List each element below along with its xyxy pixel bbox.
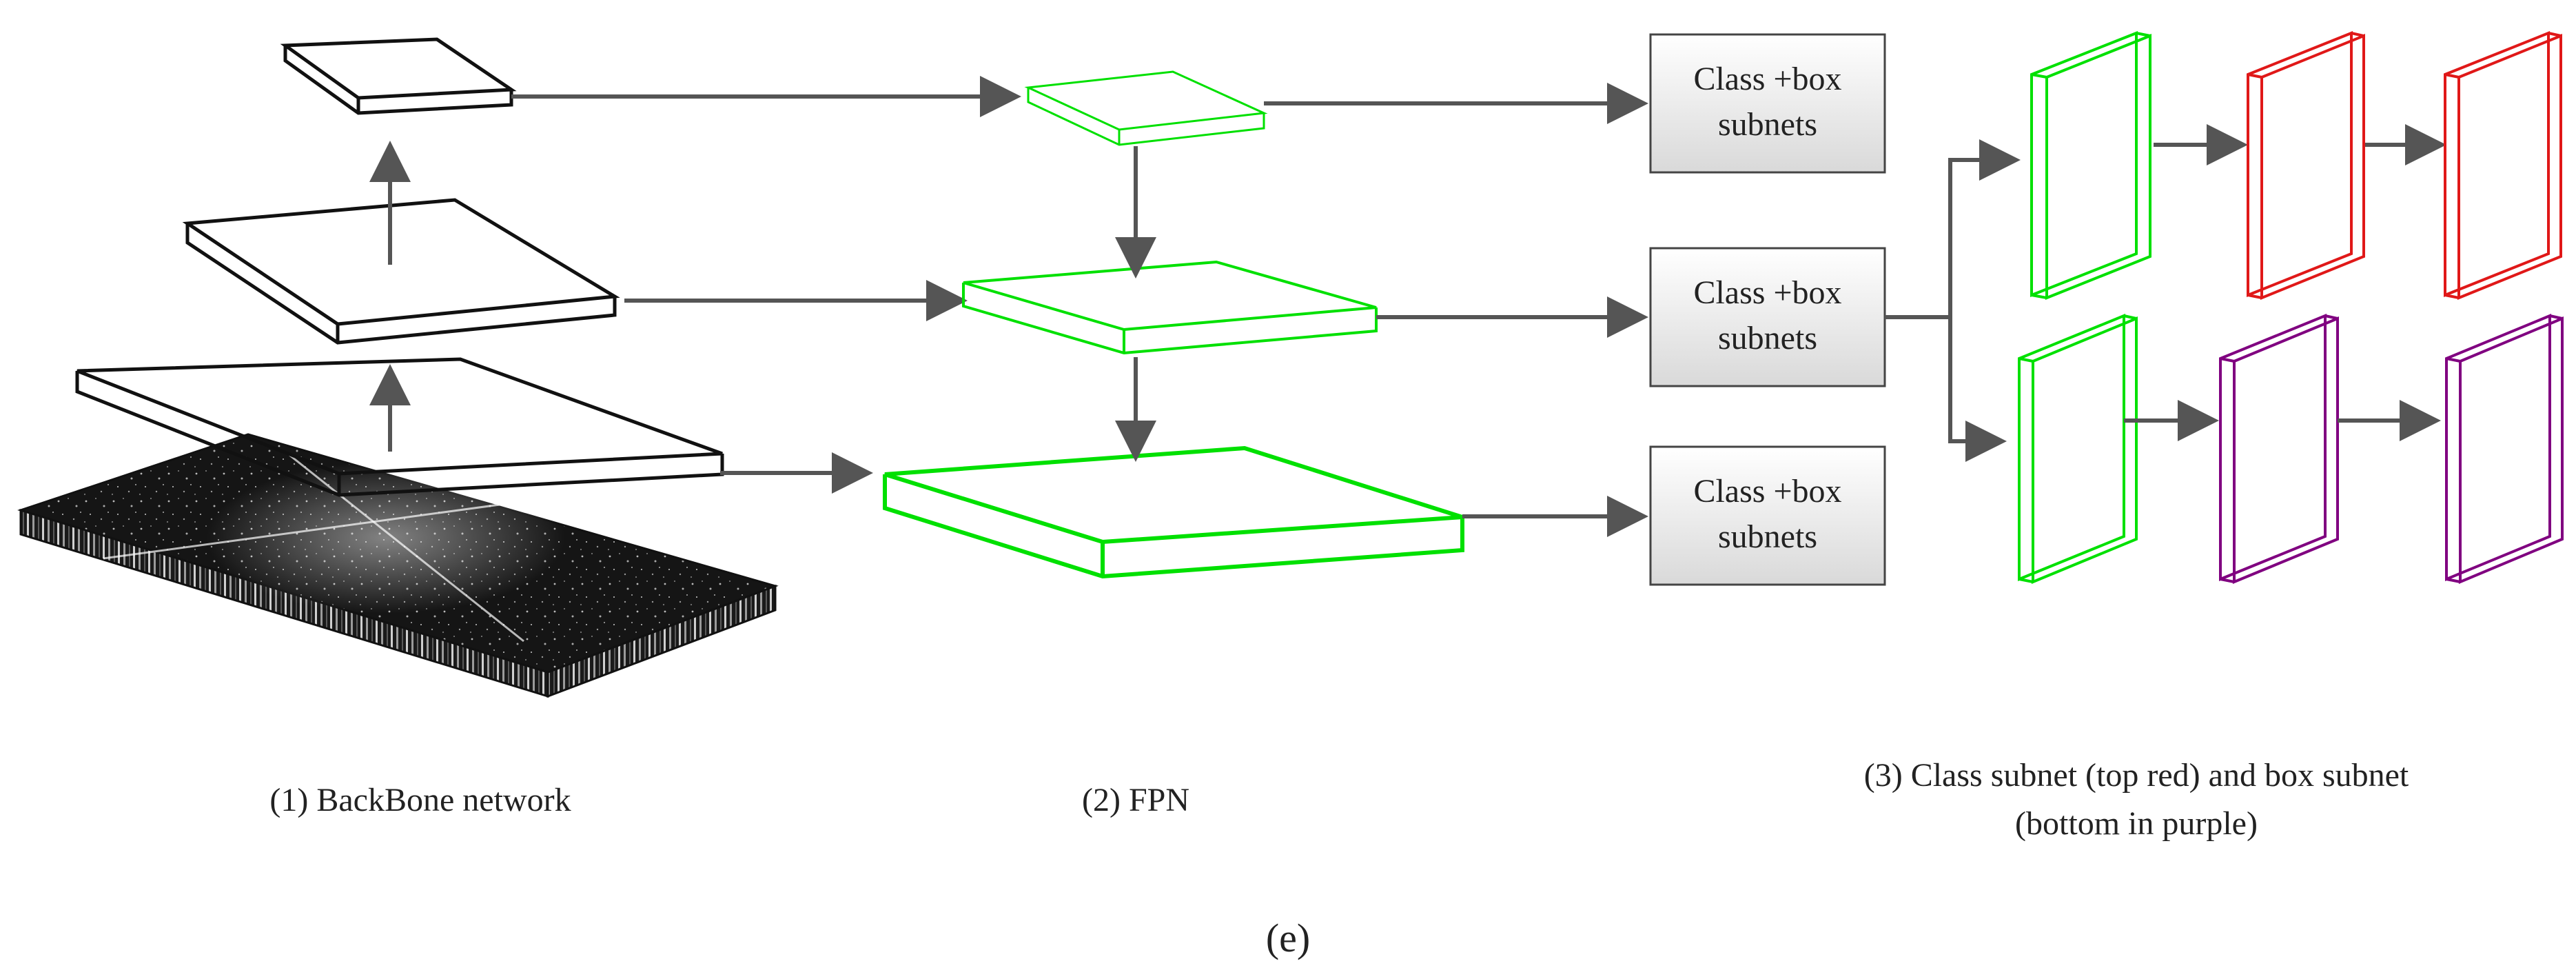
subnet-box-middle-line2: subnets	[1718, 320, 1817, 356]
branch-line-lower	[1948, 317, 2007, 462]
figure-label: (e)	[1266, 916, 1310, 960]
class-subnet-head	[2030, 31, 2562, 300]
box-subnet-block-1	[2219, 314, 2339, 584]
backbone-layer-small	[280, 37, 517, 115]
subnet-box-top: Class +box subnets	[1649, 33, 1886, 174]
subnet-box-middle: Class +box subnets	[1649, 247, 1886, 387]
box-subnet-head	[2018, 314, 2564, 585]
subnet-box-bottom: Class +box subnets	[1649, 445, 1886, 586]
caption-fpn: (2) FPN	[1082, 782, 1189, 818]
class-subnet-block-2	[2444, 31, 2562, 300]
caption-heads-line1: (3) Class subnet (top red) and box subne…	[1864, 757, 2409, 794]
fpn-pyramid	[883, 70, 1464, 579]
subnet-box-bottom-line1: Class +box	[1693, 473, 1841, 509]
subnet-box-top-line1: Class +box	[1693, 61, 1841, 97]
branch-line	[1885, 139, 2021, 319]
fpn-level-middle	[962, 260, 1378, 355]
input-spectrogram-slab	[17, 433, 779, 698]
box-subnet-block-2	[2445, 314, 2564, 585]
class-subnet-block-1	[2247, 31, 2365, 300]
subnet-box-bottom-line2: subnets	[1718, 518, 1817, 555]
subnet-box-middle-line1: Class +box	[1693, 274, 1841, 311]
caption-backbone: (1) BackBone network	[269, 782, 571, 818]
class-head-input-block	[2030, 31, 2151, 300]
backbone-layer-medium	[182, 198, 620, 345]
fpn-level-top	[1024, 70, 1268, 146]
fpn-level-bottom	[883, 445, 1464, 579]
backbone-layer-large	[75, 357, 724, 497]
backbone-network	[17, 37, 779, 698]
caption-heads-line2: (bottom in purple)	[2015, 805, 2258, 842]
subnet-box-top-line2: subnets	[1718, 106, 1817, 143]
box-head-input-block	[2018, 314, 2138, 584]
